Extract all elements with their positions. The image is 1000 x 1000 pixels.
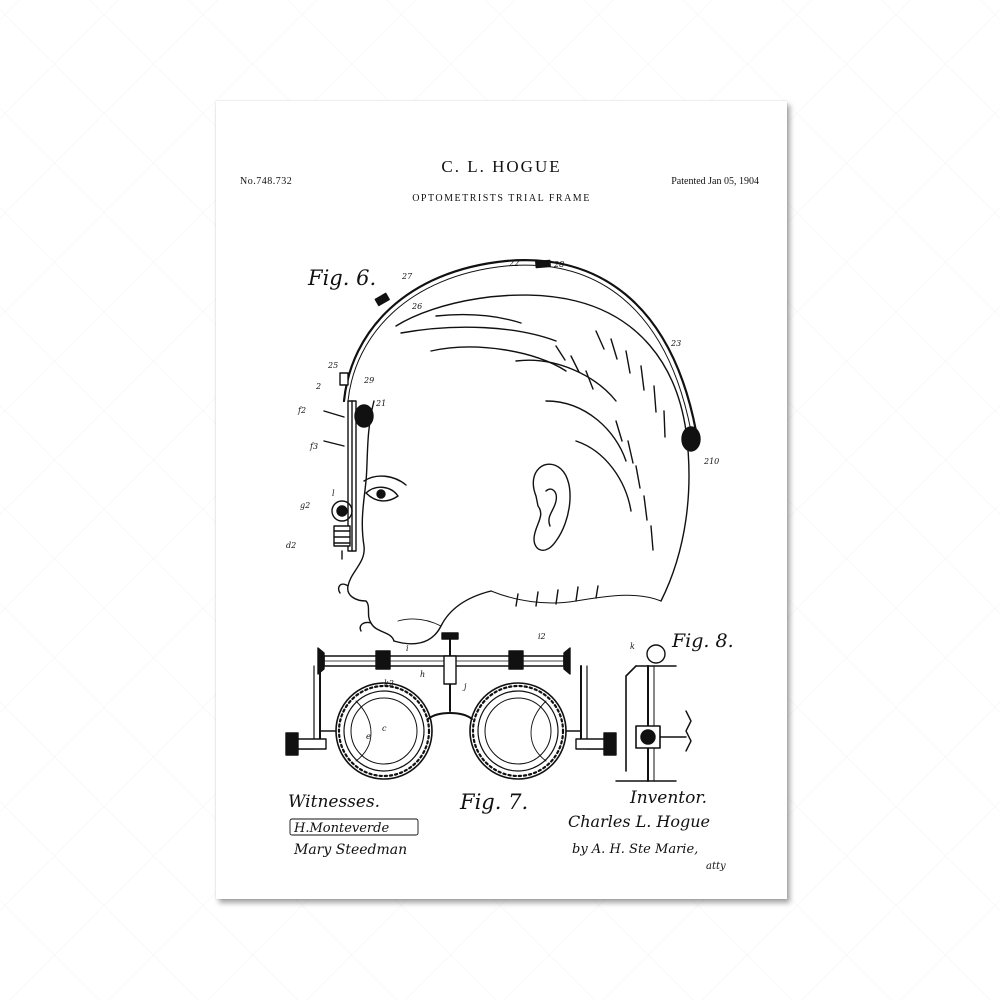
head-profile-illustration bbox=[337, 259, 701, 645]
patent-sheet: No.748.732 Patented Jan 05, 1904 C. L. H… bbox=[216, 101, 787, 899]
ref-d2: d2 bbox=[286, 541, 296, 550]
ref-21: 21 bbox=[375, 399, 386, 408]
patent-inventor-title: C. L. HOGUE bbox=[441, 157, 562, 176]
ref-28: 28 bbox=[553, 260, 564, 269]
ref-j: j bbox=[462, 682, 467, 691]
attorney-suffix: atty bbox=[706, 861, 726, 872]
ref-g2: g2 bbox=[300, 501, 310, 510]
fig8-label: Fig. 8. bbox=[671, 630, 734, 652]
ref-23: 23 bbox=[670, 339, 681, 348]
ref-2: 2 bbox=[315, 382, 321, 391]
side-view-illustration bbox=[615, 644, 692, 782]
fig6-label: Fig. 6. bbox=[307, 266, 376, 290]
ref-k: k bbox=[630, 642, 635, 651]
witness-1-name: H.Monteverde bbox=[293, 821, 389, 836]
ref-210: 210 bbox=[703, 457, 719, 466]
ref-22: 22 bbox=[508, 259, 519, 268]
ref-c: c bbox=[382, 724, 387, 733]
lens-gear-teeth bbox=[337, 684, 565, 778]
ref-k2: k2 bbox=[384, 679, 394, 688]
witnesses-label: Witnesses. bbox=[288, 792, 380, 812]
ref-l: l bbox=[332, 489, 335, 498]
ref-i2: i2 bbox=[538, 632, 546, 641]
fig6-frame-rod bbox=[323, 400, 374, 560]
inventor-label: Inventor. bbox=[629, 788, 707, 808]
ref-i: i bbox=[406, 644, 409, 653]
attorney-signature: by A. H. Ste Marie, bbox=[572, 842, 698, 857]
patent-subtitle: OPTOMETRISTS TRIAL FRAME bbox=[412, 193, 591, 204]
patent-drawing: Fig. 6. Fig. 7. Fig. 8. 27 22 28 26 23 2… bbox=[285, 259, 734, 872]
trial-frame-illustration bbox=[285, 632, 617, 780]
patent-date: Patented Jan 05, 1904 bbox=[671, 176, 759, 187]
ref-27: 27 bbox=[401, 272, 413, 281]
ref-29: 29 bbox=[363, 376, 374, 385]
witness-1-signature: H.Monteverde bbox=[289, 818, 419, 836]
ref-f2: f2 bbox=[297, 406, 306, 415]
inventor-signature: Charles L. Hogue bbox=[568, 812, 710, 831]
ref-e: e bbox=[366, 732, 371, 741]
ref-h: h bbox=[420, 670, 425, 679]
patent-number: No.748.732 bbox=[240, 176, 293, 187]
fig7-label: Fig. 7. bbox=[459, 790, 528, 814]
witness-2-name: Mary Steedman bbox=[293, 842, 407, 858]
ref-25: 25 bbox=[327, 361, 338, 370]
ref-f3: f3 bbox=[309, 442, 318, 451]
reference-numerals: 27 22 28 26 23 25 2 29 21 210 f2 f3 g2 l… bbox=[286, 259, 719, 741]
ref-26: 26 bbox=[411, 302, 422, 311]
